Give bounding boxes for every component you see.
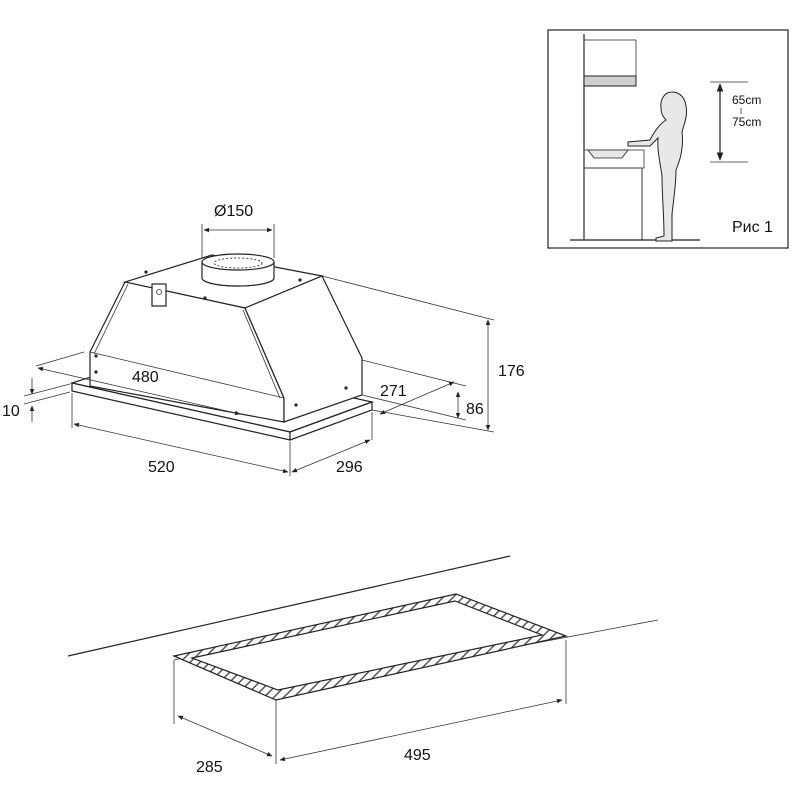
inner-depth-label: 271: [380, 383, 407, 400]
hood-dimensions: Ø150 480 520 296 271 176 86 10: [2, 203, 525, 476]
hood-unit-drawing: [69, 253, 375, 441]
flange-label: 10: [2, 403, 20, 420]
cutout-frame: [172, 593, 569, 701]
mounting-bracket: [151, 283, 167, 307]
outer-width-label: 520: [148, 459, 175, 476]
total-height-label: 176: [498, 363, 525, 380]
body-height-label: 86: [466, 401, 484, 418]
depth-label: 296: [336, 459, 363, 476]
usage-height-inset: 65cm 75cm Рис 1: [547, 29, 789, 249]
cutout-drawing: 285 495: [67, 555, 659, 776]
cutout-width-label: 495: [404, 747, 431, 764]
inset-caption: Рис 1: [732, 219, 773, 236]
wall-line: [67, 555, 511, 657]
inner-width-label: 480: [132, 369, 159, 386]
inset-frame: [547, 29, 789, 249]
cutout-depth-label: 285: [196, 759, 223, 776]
person-silhouette: [627, 91, 687, 242]
duct-collar: [201, 253, 275, 287]
duct-diameter-label: Ø150: [214, 203, 253, 220]
height-max-label: 75cm: [732, 115, 761, 129]
height-min-label: 65cm: [732, 93, 761, 107]
